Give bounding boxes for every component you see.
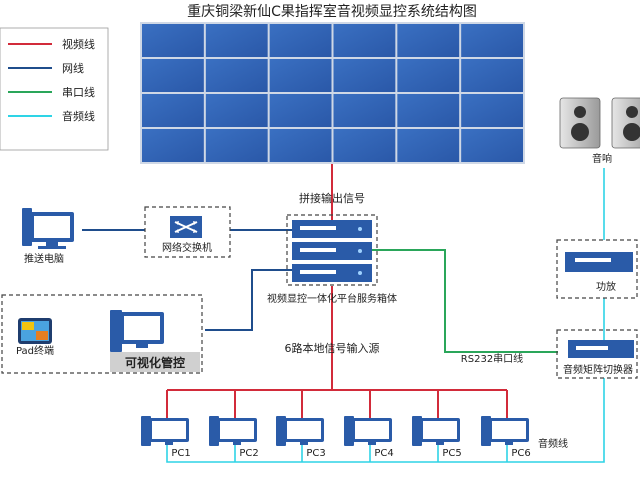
video-wall-panel	[333, 129, 396, 162]
video-wall-panel	[461, 24, 523, 57]
video-wall-panel	[142, 59, 204, 92]
video-wall-panel	[269, 24, 332, 57]
pc-6: PC6	[481, 416, 531, 459]
audio-matrix-icon	[568, 340, 634, 358]
desktop-computer-icon	[22, 208, 74, 249]
pc-row: PC1 PC2 PC3 PC4 PC5 PC6	[141, 416, 531, 459]
amplifier-label: 功放	[596, 280, 616, 293]
video-wall	[140, 22, 525, 164]
desktop-computer-icon	[276, 416, 324, 446]
video-wall-panel	[461, 129, 523, 162]
video-wall-panel	[461, 94, 523, 127]
push-pc: 推送电脑	[22, 208, 74, 265]
pc-3: PC3	[276, 416, 326, 459]
speaker-label: 音响	[592, 152, 612, 165]
legend-label-audio: 音频线	[62, 109, 95, 123]
pc-5: PC5	[412, 416, 462, 459]
server-box-label: 视频显控一体化平台服务箱体	[267, 292, 397, 305]
tablet-icon	[18, 318, 52, 344]
video-wall-panel	[333, 59, 396, 92]
desktop-computer-icon	[481, 416, 529, 446]
audio-bus	[166, 440, 507, 463]
video-wall-panel	[142, 24, 204, 57]
speaker-icon	[559, 97, 601, 149]
pc-2: PC2	[209, 416, 259, 459]
pc-label: PC3	[306, 448, 325, 459]
network-switch-label: 网络交换机	[162, 241, 212, 254]
video-wall-panel	[461, 59, 523, 92]
speakers: 音响	[559, 97, 640, 165]
video-wall-panel	[397, 94, 460, 127]
audio-cable-matrix	[507, 378, 605, 463]
desktop-computer-icon	[412, 416, 460, 446]
video-wall-panel	[333, 94, 396, 127]
switch-arrows-icon	[170, 216, 202, 238]
desktop-computer-icon	[344, 416, 392, 446]
legend-label-serial: 串口线	[62, 85, 95, 99]
video-wall-panel	[269, 94, 332, 127]
visual-control-group: Pad终端 可视化管控	[1, 294, 203, 374]
video-bus-drops	[166, 390, 508, 418]
legend-label-network: 网线	[62, 61, 84, 75]
audio-matrix: 音频矩阵切换器	[556, 329, 638, 379]
desktop-computer-icon	[209, 416, 257, 446]
video-wall-panel	[397, 24, 460, 57]
pc-label: PC2	[239, 448, 258, 459]
video-wall-panel	[205, 24, 268, 57]
pc-label: PC1	[171, 448, 190, 459]
legend-item-network: 网线	[8, 61, 84, 75]
video-wall-panel	[269, 129, 332, 162]
video-wall-panel	[397, 59, 460, 92]
video-wall-panel	[205, 129, 268, 162]
amplifier: 功放	[556, 239, 638, 299]
server-box: 视频显控一体化平台服务箱体	[267, 214, 397, 305]
amplifier-icon	[565, 252, 633, 272]
network-cable-control	[205, 269, 292, 331]
video-wall-panel	[142, 94, 204, 127]
pc-label: PC6	[511, 448, 530, 459]
pc-label: PC5	[442, 448, 461, 459]
desktop-computer-icon	[141, 416, 189, 446]
legend-item-video: 视频线	[8, 37, 95, 51]
video-wall-panel	[397, 129, 460, 162]
legend-item-serial: 串口线	[8, 85, 95, 99]
push-pc-label: 推送电脑	[24, 252, 64, 265]
pc-label: PC4	[374, 448, 393, 459]
serial-cable	[372, 249, 558, 353]
pc-4: PC4	[344, 416, 394, 459]
network-switch: 网络交换机	[144, 206, 231, 258]
video-wall-panel	[142, 129, 204, 162]
video-wall-panel	[205, 59, 268, 92]
pc-1: PC1	[141, 416, 191, 459]
rs232-label: RS232串口线	[461, 352, 523, 365]
cables	[82, 164, 605, 463]
server-rack-icon	[292, 220, 372, 282]
audio-matrix-label: 音频矩阵切换器	[563, 363, 633, 376]
video-wall-panel	[333, 24, 396, 57]
legend-item-audio: 音频线	[8, 109, 95, 123]
audio-line-label: 音频线	[538, 437, 568, 450]
local-inputs-label: 6路本地信号输入源	[285, 341, 380, 355]
speaker-icon	[611, 97, 640, 149]
diagram-title: 重庆铜梁新仙C果指挥室音视频显控系统结构图	[187, 3, 477, 20]
legend: 视频线 网线 串口线 音频线	[0, 27, 109, 151]
video-wall-panel	[205, 94, 268, 127]
legend-label-video: 视频线	[62, 37, 95, 51]
visual-control-label: 可视化管控	[125, 355, 185, 370]
video-wall-panel	[269, 59, 332, 92]
splice-output-label: 拼接输出信号	[299, 191, 365, 205]
pad-label: Pad终端	[16, 344, 54, 357]
desktop-computer-icon	[110, 310, 164, 352]
